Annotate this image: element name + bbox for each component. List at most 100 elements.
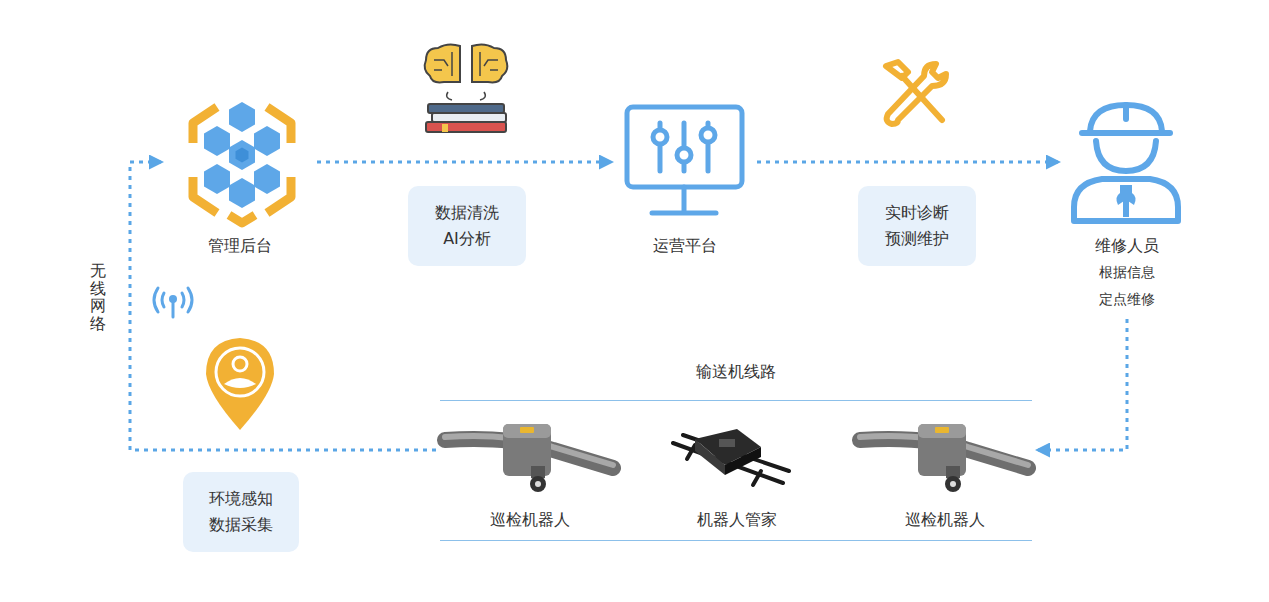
drawing-use bbox=[236, 148, 249, 163]
drawing-use bbox=[229, 140, 255, 170]
inspection-robot-illustration bbox=[858, 418, 1030, 500]
drawing-path bbox=[484, 60, 498, 66]
drawing-circle bbox=[653, 130, 667, 144]
backend-node: 管理后台 bbox=[165, 92, 315, 257]
edge-label: 数据清洗 AI分析 bbox=[432, 200, 502, 252]
edge-label-box: 环境感知 数据采集 bbox=[183, 472, 299, 552]
dashed-connector bbox=[130, 162, 436, 450]
drawing-path bbox=[490, 69, 498, 71]
drawing-rect bbox=[442, 124, 448, 132]
drawing-use bbox=[229, 178, 255, 208]
drawing-g bbox=[426, 104, 506, 132]
drawing-path bbox=[182, 293, 184, 307]
drawing-line bbox=[172, 302, 175, 317]
drawing-g bbox=[1074, 105, 1178, 221]
drawing-g bbox=[627, 107, 742, 213]
node-title: 输送机线路 bbox=[696, 361, 776, 383]
platform-node: 运营平台 bbox=[615, 98, 755, 257]
robot-manager-illustration bbox=[665, 425, 793, 497]
drawing-circle bbox=[530, 476, 546, 492]
monitor-icon bbox=[622, 103, 747, 221]
drawing-line bbox=[1123, 105, 1129, 119]
drawing-path bbox=[479, 52, 481, 76]
drawing-circle bbox=[701, 128, 715, 142]
drawing-rect bbox=[428, 104, 504, 113]
drawing-rect bbox=[503, 424, 551, 438]
drawing-g bbox=[434, 52, 498, 100]
drawing-circle bbox=[677, 148, 691, 162]
robot-node: 巡检机器人 bbox=[858, 415, 1032, 531]
node-title: 运营平台 bbox=[653, 235, 717, 257]
edge-label: 环境感知 数据采集 bbox=[206, 486, 276, 538]
drawing-circle bbox=[216, 348, 264, 396]
inspection-robot-illustration bbox=[443, 418, 615, 500]
drawing-path bbox=[1096, 141, 1156, 171]
edge-label-box: 数据清洗 AI分析 bbox=[408, 186, 526, 266]
drawing-rect bbox=[935, 427, 949, 433]
dashed-connector bbox=[317, 161, 611, 164]
node-title: 机器人管家 bbox=[697, 509, 777, 531]
drawing-path bbox=[451, 52, 453, 76]
drawing-g bbox=[236, 148, 249, 163]
drawing-path bbox=[154, 288, 158, 312]
conveyor-line-band: 输送机线路巡检机器人机器人管家巡检机器人 bbox=[440, 355, 1032, 545]
node-note: 根据信息 定点维修 bbox=[1095, 259, 1159, 313]
drawing-g bbox=[425, 44, 508, 82]
dashed-connector bbox=[757, 161, 1058, 164]
drawing-line bbox=[1082, 130, 1170, 136]
drawing-circle bbox=[535, 481, 541, 487]
drawing-g bbox=[1116, 185, 1135, 217]
drawing-circle bbox=[945, 476, 961, 492]
network-label: 无线网络 bbox=[90, 262, 106, 332]
edge-label-box: 实时诊断 预测维护 bbox=[858, 186, 976, 266]
robot-node: 机器人管家 bbox=[647, 415, 827, 531]
ai-books-icon bbox=[418, 40, 514, 138]
node-title: 巡检机器人 bbox=[905, 509, 985, 531]
drawing-line bbox=[753, 471, 761, 485]
drawing-path bbox=[480, 92, 485, 100]
drawing-circle bbox=[169, 295, 177, 303]
drawing-g bbox=[154, 288, 192, 317]
worker-icon bbox=[1066, 97, 1186, 227]
drawing-path bbox=[447, 92, 452, 100]
drawing-rect bbox=[918, 424, 966, 438]
drawing-use bbox=[204, 126, 230, 156]
drawing-use bbox=[254, 126, 280, 156]
drawing-path bbox=[425, 44, 460, 82]
band-line bbox=[440, 400, 1032, 401]
maintainer-node: 维修人员根据信息 定点维修 bbox=[1062, 95, 1192, 313]
drawing-path bbox=[1090, 105, 1162, 131]
drawing-path bbox=[887, 64, 946, 124]
drawing-rect bbox=[432, 113, 506, 122]
node-title: 管理后台 bbox=[208, 235, 272, 257]
drawing-line bbox=[652, 211, 716, 216]
drawing-line bbox=[687, 445, 695, 459]
drawing-path bbox=[162, 293, 164, 307]
drawing-path bbox=[434, 69, 442, 71]
location-pin-icon bbox=[200, 334, 280, 434]
drawing-path bbox=[434, 60, 448, 66]
drawing-rect bbox=[426, 122, 506, 132]
tools-icon bbox=[872, 58, 954, 130]
drawing-g bbox=[886, 62, 946, 124]
drawing-path bbox=[472, 44, 507, 82]
hub-icon bbox=[177, 95, 307, 225]
drawing-circle bbox=[233, 357, 247, 371]
drawing-rect bbox=[1123, 201, 1129, 217]
drawing-rect bbox=[719, 439, 735, 447]
drawing-path bbox=[206, 338, 274, 430]
node-title: 维修人员 bbox=[1095, 235, 1159, 257]
drawing-use bbox=[229, 102, 255, 132]
drawing-circle bbox=[950, 481, 956, 487]
drawing-g bbox=[653, 128, 715, 162]
edge-label: 实时诊断 预测维护 bbox=[882, 200, 952, 252]
drawing-path bbox=[188, 288, 192, 312]
drawing-path bbox=[725, 447, 761, 475]
drawing-g bbox=[204, 102, 280, 208]
drawing-use bbox=[204, 164, 230, 194]
wifi-icon bbox=[150, 284, 196, 320]
drawing-line bbox=[682, 187, 687, 211]
drawing-polyline bbox=[229, 215, 255, 223]
robot-node: 巡检机器人 bbox=[443, 415, 617, 531]
